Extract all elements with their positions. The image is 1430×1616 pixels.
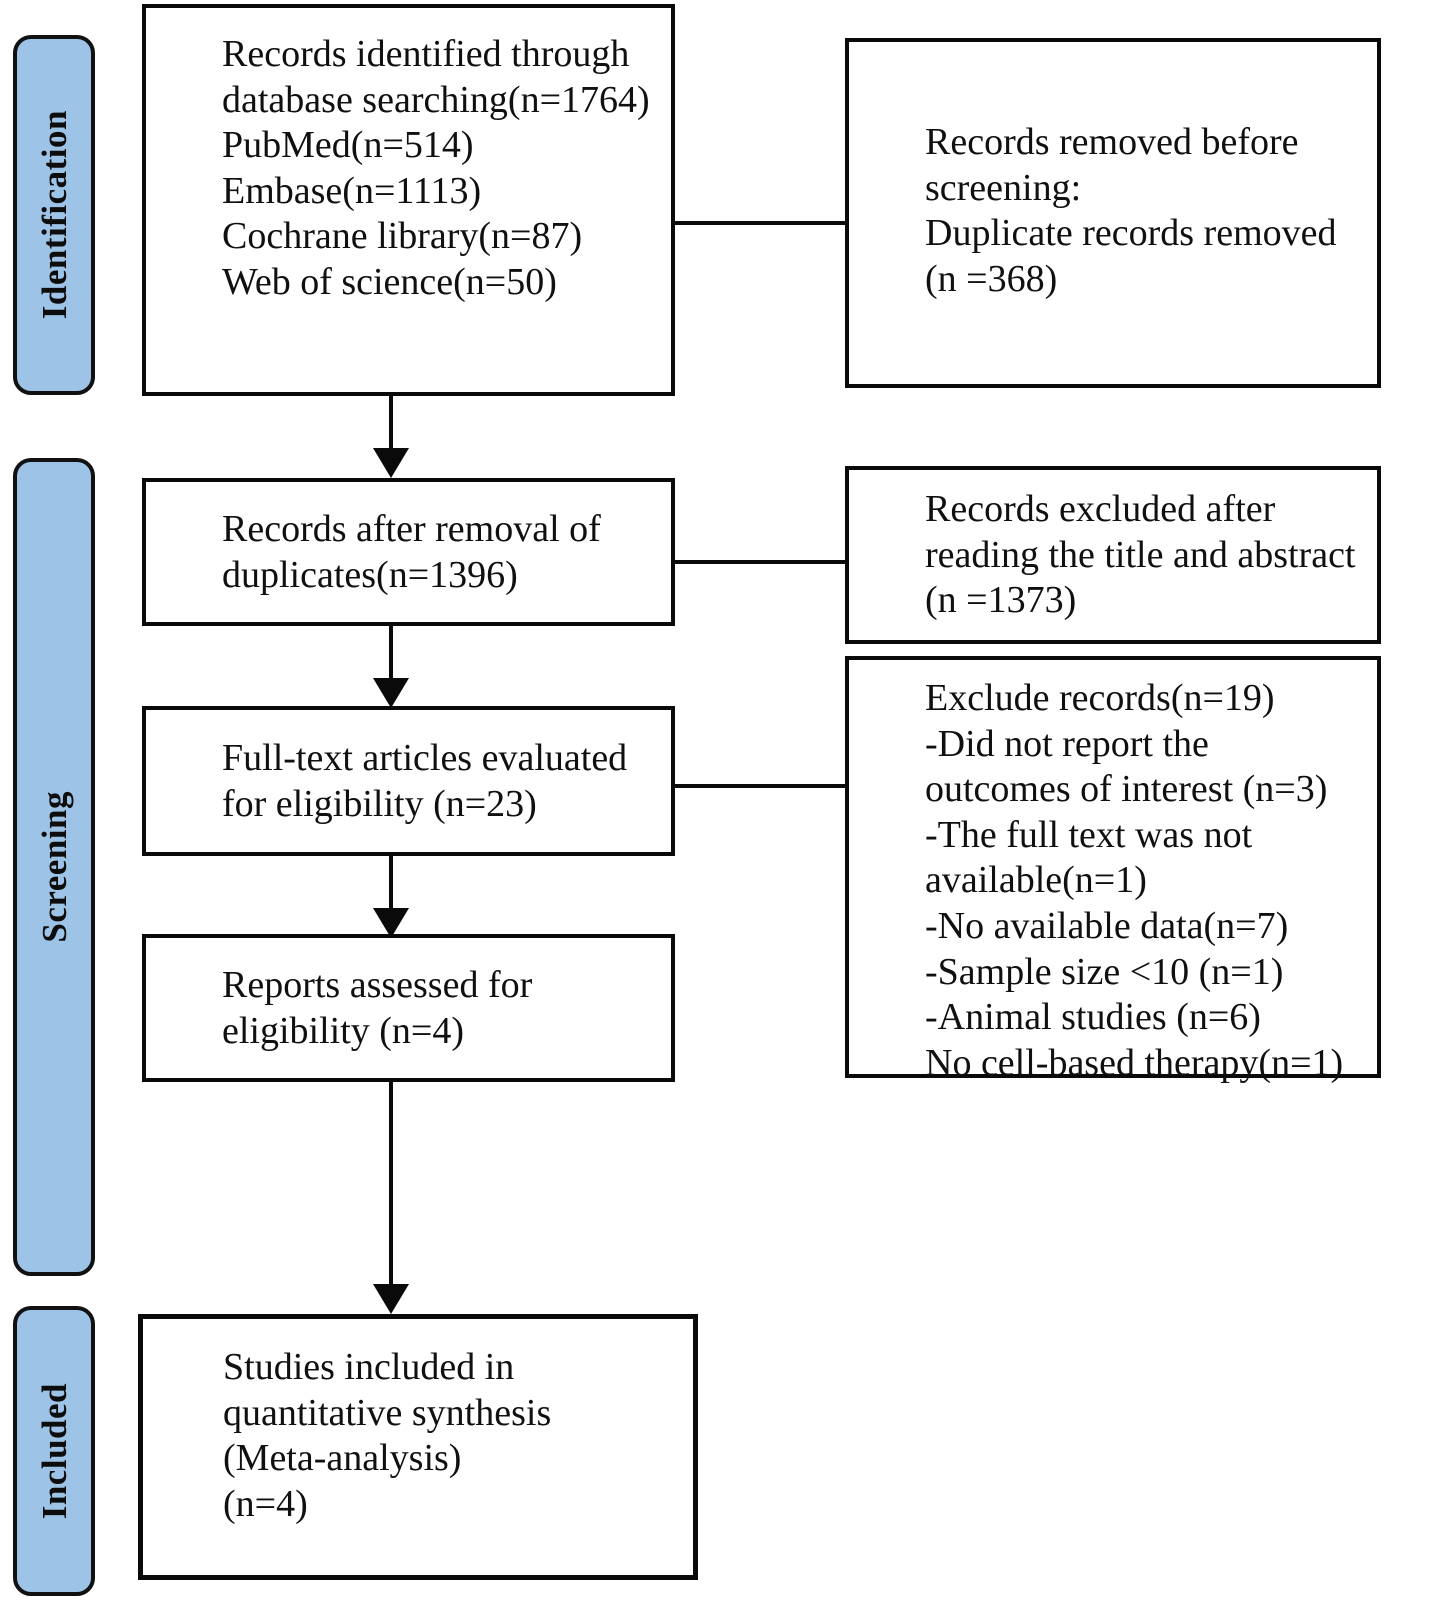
box-records-removed-before-screening: Records removed before screening: Duplic…: [845, 38, 1381, 388]
box-records-removed-before-screening-text: Records removed before screening: Duplic…: [925, 121, 1337, 300]
connector-identified-to-removed: [675, 221, 851, 225]
box-records-excluded-title-abstract-text: Records excluded after reading the title…: [925, 488, 1356, 622]
box-reports-assessed-eligibility-text: Reports assessed for eligibility (n=4): [222, 964, 533, 1052]
arrowhead-fulltext-to-reports-assessed: [373, 908, 409, 938]
connector-reports-to-studies-included: [389, 1082, 393, 1290]
box-fulltext-articles-evaluated-text: Full-text articles evaluated for eligibi…: [222, 737, 628, 825]
phase-label-identification: Identification: [34, 110, 74, 320]
box-fulltext-articles-evaluated: Full-text articles evaluated for eligibi…: [142, 706, 675, 856]
box-reports-assessed-eligibility: Reports assessed for eligibility (n=4): [142, 934, 675, 1082]
arrowhead-after-duplicates-to-fulltext: [373, 678, 409, 708]
phase-pill-included: Included: [13, 1306, 95, 1596]
phase-label-screening: Screening: [34, 791, 74, 943]
connector-fulltext-to-exclude-reasons: [675, 784, 853, 788]
box-records-identified-text: Records identified through database sear…: [222, 33, 650, 303]
phase-label-included: Included: [34, 1382, 74, 1520]
connector-after-duplicates-to-excluded: [675, 560, 853, 564]
box-records-after-duplicates-text: Records after removal of duplicates(n=13…: [222, 508, 601, 596]
box-studies-included-synthesis-text: Studies included in quantitative synthes…: [223, 1346, 552, 1525]
arrowhead-identified-to-after-duplicates: [373, 448, 409, 478]
arrowhead-reports-to-studies-included: [373, 1284, 409, 1314]
box-exclude-records-reasons: Exclude records(n=19) -Did not report th…: [845, 656, 1381, 1084]
phase-pill-identification: Identification: [13, 35, 95, 395]
connector-identified-to-after-duplicates: [389, 396, 393, 454]
phase-pill-screening: Screening: [13, 458, 95, 1276]
box-records-excluded-title-abstract: Records excluded after reading the title…: [845, 466, 1381, 644]
connector-after-duplicates-to-fulltext: [389, 626, 393, 684]
box-studies-included-synthesis: Studies included in quantitative synthes…: [138, 1314, 698, 1580]
box-records-identified: Records identified through database sear…: [142, 4, 675, 396]
connector-fulltext-to-reports-assessed: [389, 856, 393, 914]
box-records-after-duplicates: Records after removal of duplicates(n=13…: [142, 478, 675, 626]
box-exclude-records-reasons-text: Exclude records(n=19) -Did not report th…: [925, 677, 1344, 1084]
